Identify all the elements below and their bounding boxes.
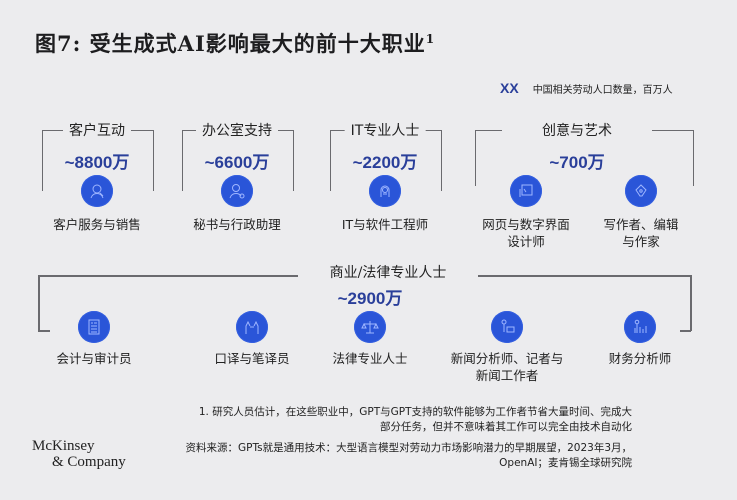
number-value: ~8800: [64, 153, 113, 172]
legal-scales-icon: [354, 311, 386, 343]
number-unit: 万: [112, 153, 130, 173]
journalist-icon: [491, 311, 523, 343]
accounting-document-icon: [78, 311, 110, 343]
legend: XX 中国相关劳动人口数量，百万人: [500, 80, 673, 96]
customer-service-icon: [81, 175, 113, 207]
source-line-1: 资料来源：GPTs就是通用技术：大型语言模型对劳动力市场影响潜力的早期展望，20…: [185, 442, 632, 454]
occupation-label: 网页与数字界面 设计师: [482, 217, 570, 249]
group-number-it-professionals: ~2200万: [353, 148, 418, 173]
number-unit: 万: [385, 289, 403, 309]
source-line-2: OpenAI；麦肯锡全球研究院: [499, 457, 632, 469]
logo-line-1: McKinsey: [32, 438, 95, 454]
logo-line-2: & Company: [52, 454, 126, 470]
occupation-label: 客户服务与销售: [53, 217, 141, 232]
figure-title: 图7: 受生成式AI影响最大的前十大职业1: [35, 28, 435, 58]
financial-chart-icon: [624, 311, 656, 343]
footnote: 1. 研究人员估计，在这些职业中，GPT与GPT支持的软件能够为工作者节省大量时…: [92, 405, 632, 435]
group-title-business-legal: 商业/法律专业人士: [323, 262, 453, 282]
group-title-creative-arts: 创意与艺术: [502, 120, 652, 140]
bracket-line-left: [38, 275, 298, 277]
occupation-label: 秘书与行政助理: [193, 217, 281, 232]
number-unit: 万: [252, 153, 270, 173]
legend-key: XX: [500, 80, 519, 96]
bracket-line-right: [478, 275, 691, 277]
group-number-creative-arts: ~700万: [549, 148, 604, 173]
bracket-line-right-foot: [680, 330, 691, 332]
occupation-label: 法律专业人士: [332, 351, 408, 366]
bracket-line-right-vertical: [690, 275, 692, 331]
occupation-label: 财务分析师: [608, 351, 672, 366]
occupation-label: 写作者、编辑 与作家: [603, 217, 679, 249]
bracket-line-left-vertical: [38, 275, 40, 331]
number-value: ~700: [549, 153, 588, 172]
occupation-label: IT与软件工程师: [341, 217, 429, 232]
secretary-icon: [221, 175, 253, 207]
group-number-customer-interaction: ~8800万: [65, 148, 130, 173]
number-unit: 万: [587, 153, 605, 173]
mckinsey-logo: McKinsey & Company: [32, 438, 126, 470]
bracket-line-left-foot: [38, 330, 50, 332]
figure-title-text: 图7: 受生成式AI影响最大的前十大职业: [35, 31, 426, 56]
legend-text: 中国相关劳动人口数量，百万人: [532, 84, 673, 96]
group-title-customer-interaction: 客户互动: [63, 120, 131, 140]
interpreter-icon: [236, 311, 268, 343]
occupation-label: 新闻分析师、记者与 新闻工作者: [450, 351, 564, 383]
footnote-line-1: 1. 研究人员估计，在这些职业中，GPT与GPT支持的软件能够为工作者节省大量时…: [198, 406, 632, 418]
group-title-office-support: 办公室支持: [196, 120, 278, 140]
writer-pen-icon: [625, 175, 657, 207]
source-note: 资料来源：GPTs就是通用技术：大型语言模型对劳动力市场影响潜力的早期展望，20…: [92, 441, 632, 471]
occupation-label: 口译与笔译员: [214, 351, 290, 366]
software-engineer-icon: [369, 175, 401, 207]
occupation-label: 会计与审计员: [56, 351, 132, 366]
group-title-it-professionals: IT专业人士: [344, 120, 426, 140]
number-unit: 万: [400, 153, 418, 173]
group-number-business-legal: ~2900万: [338, 284, 403, 309]
web-designer-icon: [510, 175, 542, 207]
footnote-line-2: 部分任务，但并不意味着其工作可以完全由技术自动化: [380, 421, 632, 433]
number-value: ~2200: [352, 153, 401, 172]
group-number-office-support: ~6600万: [205, 148, 270, 173]
number-value: ~6600: [204, 153, 253, 172]
number-value: ~2900: [337, 289, 386, 308]
footnote-marker: 1: [425, 32, 436, 46]
